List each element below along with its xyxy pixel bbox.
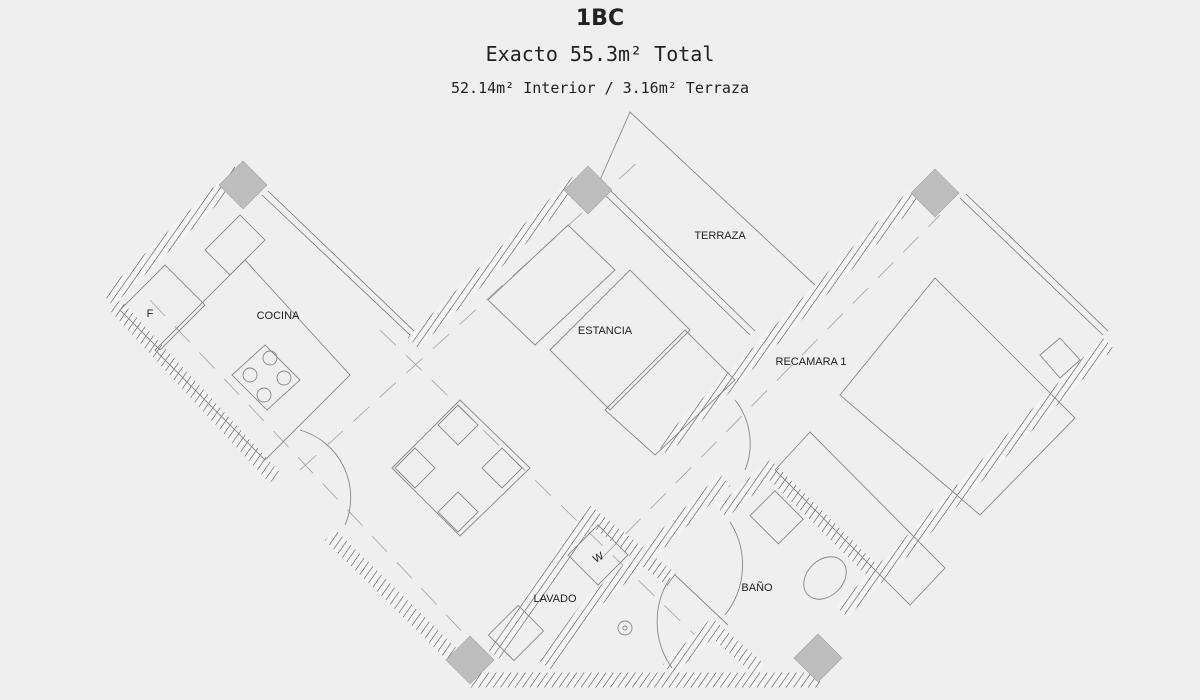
- structural-columns: [218, 160, 960, 685]
- unit-title: 1BC: [575, 6, 625, 31]
- room-label-lavado: LAVADO: [534, 593, 577, 605]
- washer-label: W: [591, 550, 607, 566]
- terraza-outline: [599, 111, 816, 286]
- bed: [774, 277, 1081, 606]
- area-breakdown: 52.14m² Interior / 3.16m² Terraza: [450, 79, 749, 97]
- room-label-bano: BAÑO: [741, 581, 773, 594]
- circulation-lines: [149, 159, 941, 641]
- walls: [102, 166, 1114, 688]
- fridge-label: F: [147, 308, 154, 320]
- windows: [261, 190, 1109, 336]
- room-label-cocina: COCINA: [257, 310, 300, 322]
- living-furniture: [391, 224, 736, 537]
- kitchen-furniture: [119, 214, 351, 461]
- room-label-recamara: RECAMARA 1: [776, 356, 847, 368]
- bathroom-fixtures: [487, 490, 847, 662]
- doors: [299, 399, 751, 669]
- total-area: Exacto 55.3m² Total: [485, 42, 715, 66]
- room-label-terraza: TERRAZA: [694, 230, 746, 242]
- room-label-estancia: ESTANCIA: [578, 325, 633, 337]
